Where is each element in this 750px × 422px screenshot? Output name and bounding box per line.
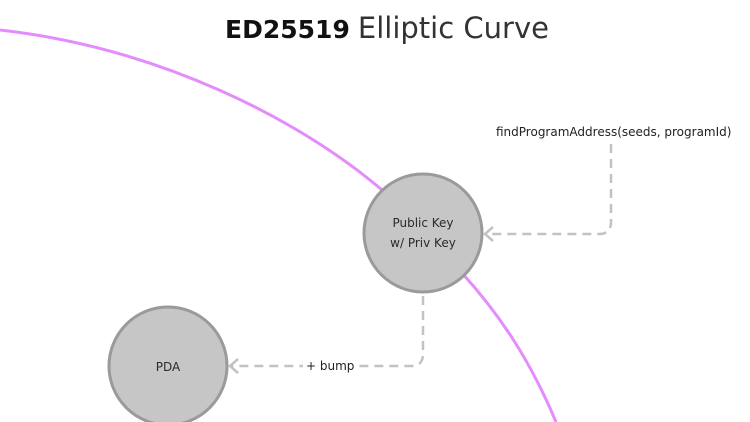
connector-bump xyxy=(232,296,425,368)
title-bold: ED25519 xyxy=(225,15,350,44)
arrowhead-icon xyxy=(483,226,494,242)
public-key-line2: w/ Priv Key xyxy=(390,236,456,250)
bump-label: + bump xyxy=(303,359,358,373)
public-key-line1: Public Key xyxy=(392,216,454,230)
connector-find-program-address xyxy=(487,144,613,236)
elliptic-curve xyxy=(0,28,383,192)
diagram-title: ED25519 Elliptic Curve xyxy=(0,11,750,46)
find-program-address-label: findProgramAddress(seeds, programId) xyxy=(496,125,732,139)
arrowhead-icon xyxy=(228,358,239,374)
public-key-node xyxy=(362,172,484,294)
pda-text: PDA xyxy=(155,360,181,374)
elliptic-curve-lower xyxy=(460,271,558,422)
title-regular: Elliptic Curve xyxy=(357,11,549,45)
public-key-text: Public Key w/ Priv Key xyxy=(363,213,483,253)
pda-node xyxy=(107,305,229,422)
